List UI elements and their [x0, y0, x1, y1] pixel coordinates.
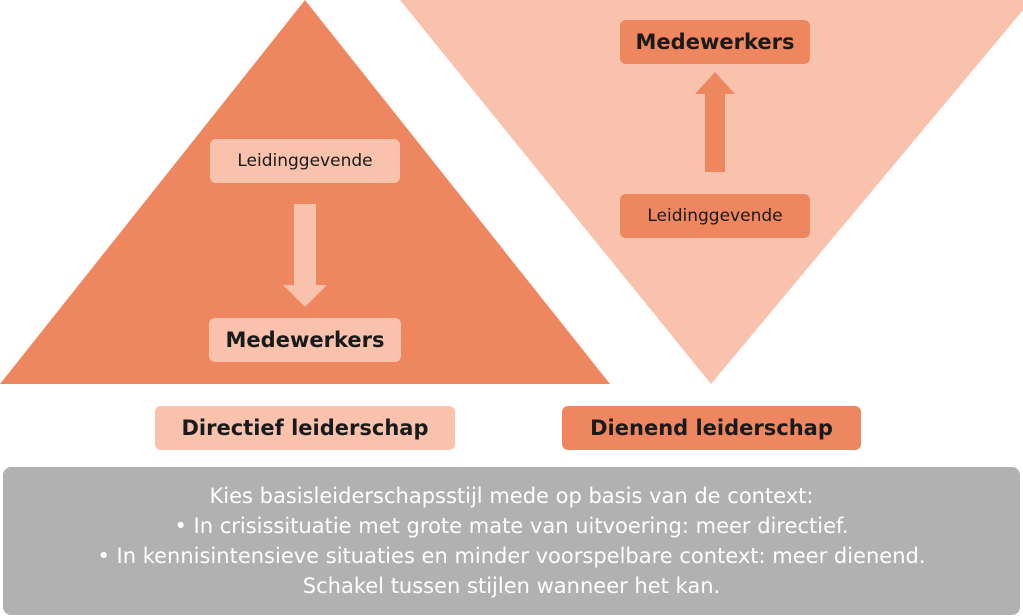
advice-knowledge-bullet: • In kennisintensieve situaties en minde…	[97, 544, 926, 568]
dienend-employees-label: Medewerkers	[635, 30, 795, 54]
arrow-down-icon	[283, 204, 327, 307]
dienend-leader-box: Leidinggevende	[620, 194, 810, 238]
dienend-style-label: Dienend leiderschap	[590, 416, 833, 440]
dienend-employees-box: Medewerkers	[620, 20, 810, 64]
directief-style-label: Directief leiderschap	[181, 416, 429, 440]
directief-style-label-box: Directief leiderschap	[155, 406, 455, 450]
dienend-style-label-box: Dienend leiderschap	[562, 406, 861, 450]
context-advice-panel: Kies basisleiderschapsstijl mede op basi…	[3, 467, 1020, 615]
dienend-leader-label: Leidinggevende	[647, 206, 783, 226]
directief-pyramid	[0, 0, 610, 384]
directief-leader-label: Leidinggevende	[237, 151, 373, 171]
directief-employees-label: Medewerkers	[225, 328, 385, 352]
advice-crisis-bullet: • In crisissituatie met grote mate van u…	[174, 514, 849, 538]
dienend-inverted-pyramid	[400, 0, 1023, 384]
directief-leader-box: Leidinggevende	[210, 139, 400, 183]
directief-employees-box: Medewerkers	[209, 318, 401, 362]
arrow-up-icon	[695, 72, 735, 172]
advice-switch: Schakel tussen stijlen wanneer het kan.	[302, 574, 721, 598]
advice-intro: Kies basisleiderschapsstijl mede op basi…	[209, 484, 814, 508]
